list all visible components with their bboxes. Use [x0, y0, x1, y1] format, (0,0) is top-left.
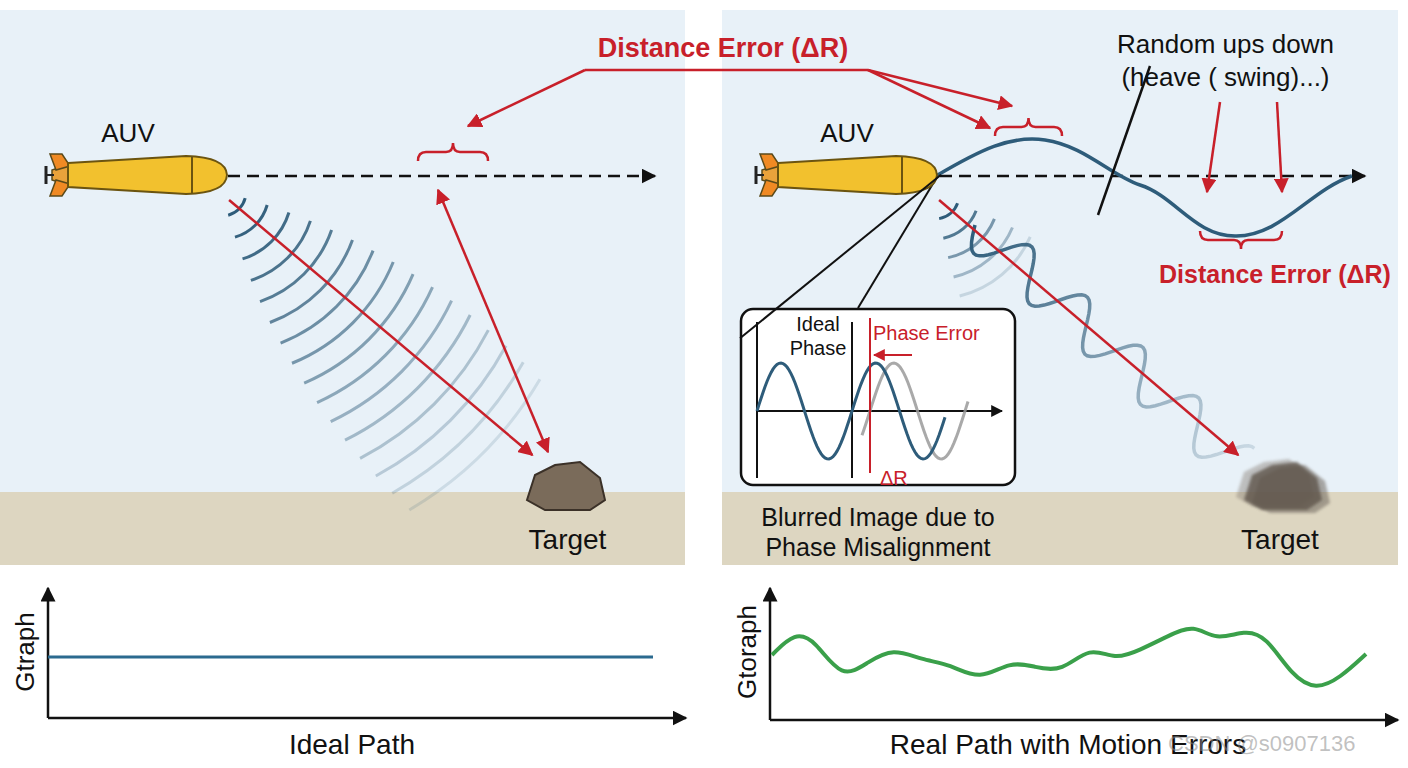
- zoom-line: [740, 175, 941, 338]
- sonar-ray: [939, 200, 1238, 455]
- phase-axis: [756, 322, 758, 478]
- y-axis: [769, 588, 772, 720]
- propeller-shaft: [756, 174, 764, 176]
- vehicle-label: AUV: [36, 118, 220, 149]
- leader-line: [585, 69, 868, 72]
- auv-hull: [778, 156, 937, 194]
- axis-title: Ideal Path: [152, 728, 552, 762]
- ideal-track: [940, 175, 1365, 178]
- nose-seam: [901, 157, 903, 193]
- target-rock: [527, 462, 605, 510]
- sonar-wave: [409, 379, 540, 510]
- leader-arrow: [868, 70, 990, 128]
- x-axis: [770, 719, 1398, 722]
- watermark: CSDN @s0907136: [1168, 731, 1355, 757]
- sonar-wave: [292, 262, 393, 363]
- zoom-line: [858, 177, 937, 308]
- callout-label: Distance Error (ΔR): [423, 32, 1023, 64]
- sonar-wave: [954, 228, 1013, 277]
- propeller-shaft: [46, 174, 54, 176]
- shifted-wave: [862, 363, 968, 459]
- blurred-rock: [1244, 462, 1322, 510]
- real-track: [936, 139, 1352, 236]
- inset-caption: Blurred Image due to Phase Misalignment: [730, 502, 1026, 562]
- sonar-wave: [251, 221, 311, 281]
- axis-title: Gtoraph: [730, 572, 764, 732]
- sonar-wave: [304, 274, 413, 383]
- auv-hull: [68, 156, 227, 194]
- vehicle-label: AUV: [746, 118, 948, 149]
- sonar-wave: [235, 205, 267, 237]
- x-axis: [48, 717, 686, 720]
- auv-vehicle: AUV: [746, 110, 941, 200]
- sonar-wave: [939, 203, 957, 218]
- target-object: Target: [520, 455, 615, 550]
- sonar-wave: [376, 346, 506, 476]
- leader-arrow: [1207, 102, 1220, 192]
- ideal-path-line: [48, 656, 653, 659]
- target-label: Target: [520, 523, 615, 557]
- callout-label: Distance Error (ΔR): [1125, 259, 1408, 289]
- auv-vehicle: AUV: [36, 110, 231, 200]
- real-path-line: [772, 629, 1366, 686]
- range-arrow: [438, 190, 548, 452]
- water-panel: [0, 10, 685, 565]
- motion-note: Random ups down (heave ( swing)...): [1093, 28, 1358, 94]
- ideal-wave: [757, 363, 945, 459]
- axis-label: Ideal Phase: [786, 312, 850, 360]
- y-axis: [47, 588, 50, 718]
- leader-arrow: [1277, 102, 1282, 192]
- phase-error-label: Phase Error: [873, 321, 980, 345]
- phase-arrow: [874, 354, 912, 356]
- sonar-wave: [281, 251, 373, 343]
- leader-arrow: [868, 70, 1012, 106]
- sonar-wave: [360, 330, 488, 458]
- nose-seam: [191, 157, 193, 193]
- target-label: Target: [1225, 523, 1335, 557]
- distance-bracket: [1200, 231, 1282, 249]
- sonar-wave: [317, 287, 432, 402]
- phase-inset: Ideal PhasePhase ErrorΔRBlurred Image du…: [740, 308, 1016, 560]
- delta-label: ΔR: [880, 466, 908, 490]
- sonar-wave: [392, 362, 523, 493]
- distance-bracket: [995, 118, 1062, 136]
- sonar-wave: [270, 240, 353, 323]
- sonar-wave: [228, 198, 245, 215]
- distance-bracket: [418, 143, 488, 161]
- sonar-wave: [243, 213, 289, 259]
- target-object: Target: [1225, 455, 1335, 550]
- divider: [851, 322, 853, 478]
- leader-arrow: [468, 70, 585, 126]
- inset-box: [741, 309, 1015, 485]
- sonar-ray: [229, 200, 532, 455]
- ideal-track: [228, 175, 655, 178]
- axis-title: Gtraph: [8, 572, 42, 732]
- phase-marker: [869, 318, 871, 473]
